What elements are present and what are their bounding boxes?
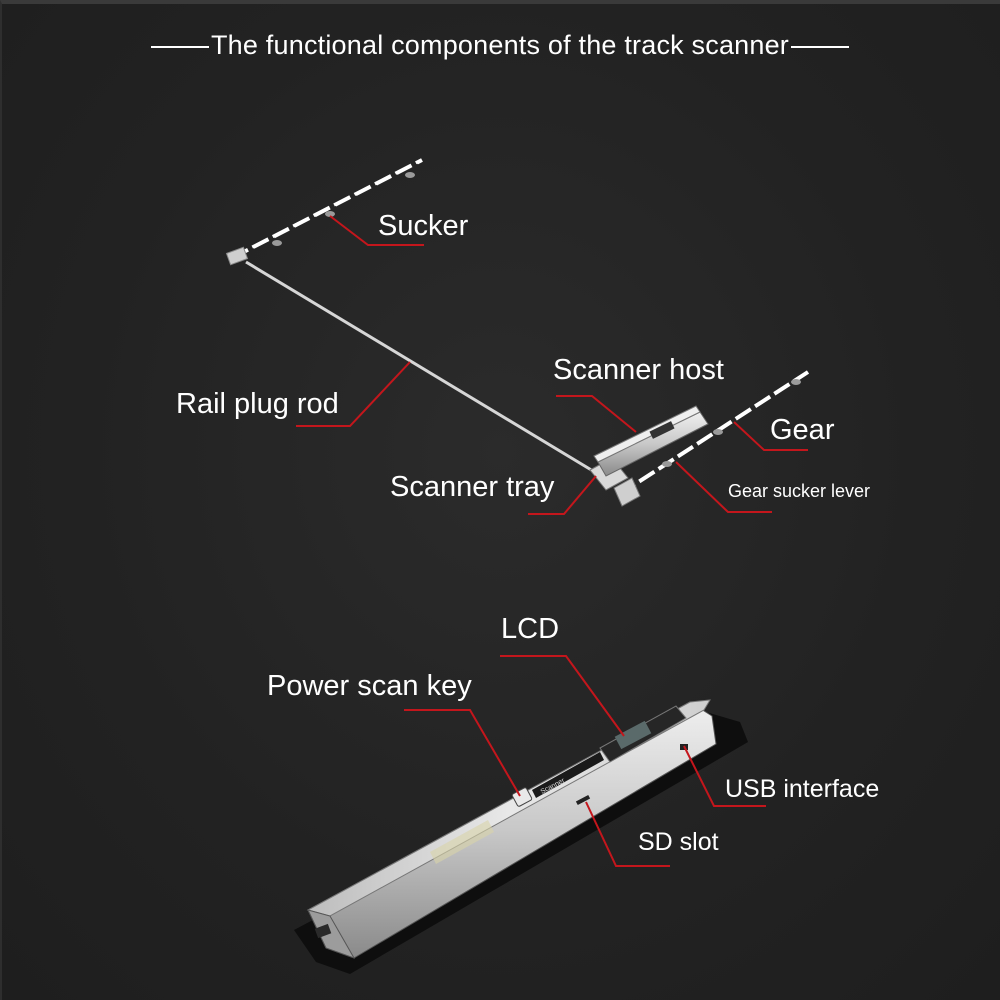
leader-lines-bottom xyxy=(404,655,766,867)
scanner-host-small xyxy=(593,405,709,477)
leader-scanner-tray xyxy=(528,475,597,515)
title-right-rule xyxy=(791,45,850,48)
label-lcd: LCD xyxy=(501,613,560,645)
handheld-scanner xyxy=(294,699,748,974)
label-power-scan-key: Power scan key xyxy=(267,670,472,702)
label-scanner-host: Scanner host xyxy=(553,354,724,386)
leader-sd-slot xyxy=(585,801,670,867)
label-usb-interface: USB interface xyxy=(725,775,880,803)
end-cap-port xyxy=(314,923,332,939)
leader-lcd xyxy=(500,655,625,737)
leader-gear-sucker-lever xyxy=(675,461,772,513)
brand-strip xyxy=(532,752,604,798)
sticker-panel xyxy=(430,820,494,864)
leader-usb-interface xyxy=(683,745,766,807)
sucker-cups-upper xyxy=(272,172,415,246)
label-rail-plug-rod: Rail plug rod xyxy=(176,388,339,420)
leader-lines-top xyxy=(296,215,808,515)
rail-plug-rod xyxy=(245,260,599,476)
lower-gear-rail xyxy=(618,370,810,496)
label-gear-sucker-lever: Gear sucker lever xyxy=(728,481,871,501)
track-assembly xyxy=(225,158,810,507)
label-sucker: Sucker xyxy=(378,210,469,242)
title-left-rule xyxy=(150,45,209,48)
rod-joint-upper xyxy=(225,246,249,266)
leader-gear xyxy=(733,421,808,451)
leader-rail-plug-rod xyxy=(296,361,411,427)
sd-slot-opening xyxy=(575,794,591,806)
upper-gear-rail xyxy=(231,158,423,261)
leader-power-scan-key xyxy=(404,709,521,797)
leader-sucker xyxy=(329,215,424,246)
title-text: The functional components of the track s… xyxy=(210,30,790,60)
label-scanner-tray: Scanner tray xyxy=(390,471,555,503)
label-sd-slot: SD slot xyxy=(638,828,719,856)
leader-scanner-host xyxy=(556,395,637,433)
label-gear: Gear xyxy=(770,414,835,446)
sucker-cups-lower xyxy=(662,379,801,467)
tray-foot xyxy=(613,477,641,507)
diagram-title: The functional components of the track s… xyxy=(0,30,1000,61)
lcd-screen xyxy=(614,720,652,750)
